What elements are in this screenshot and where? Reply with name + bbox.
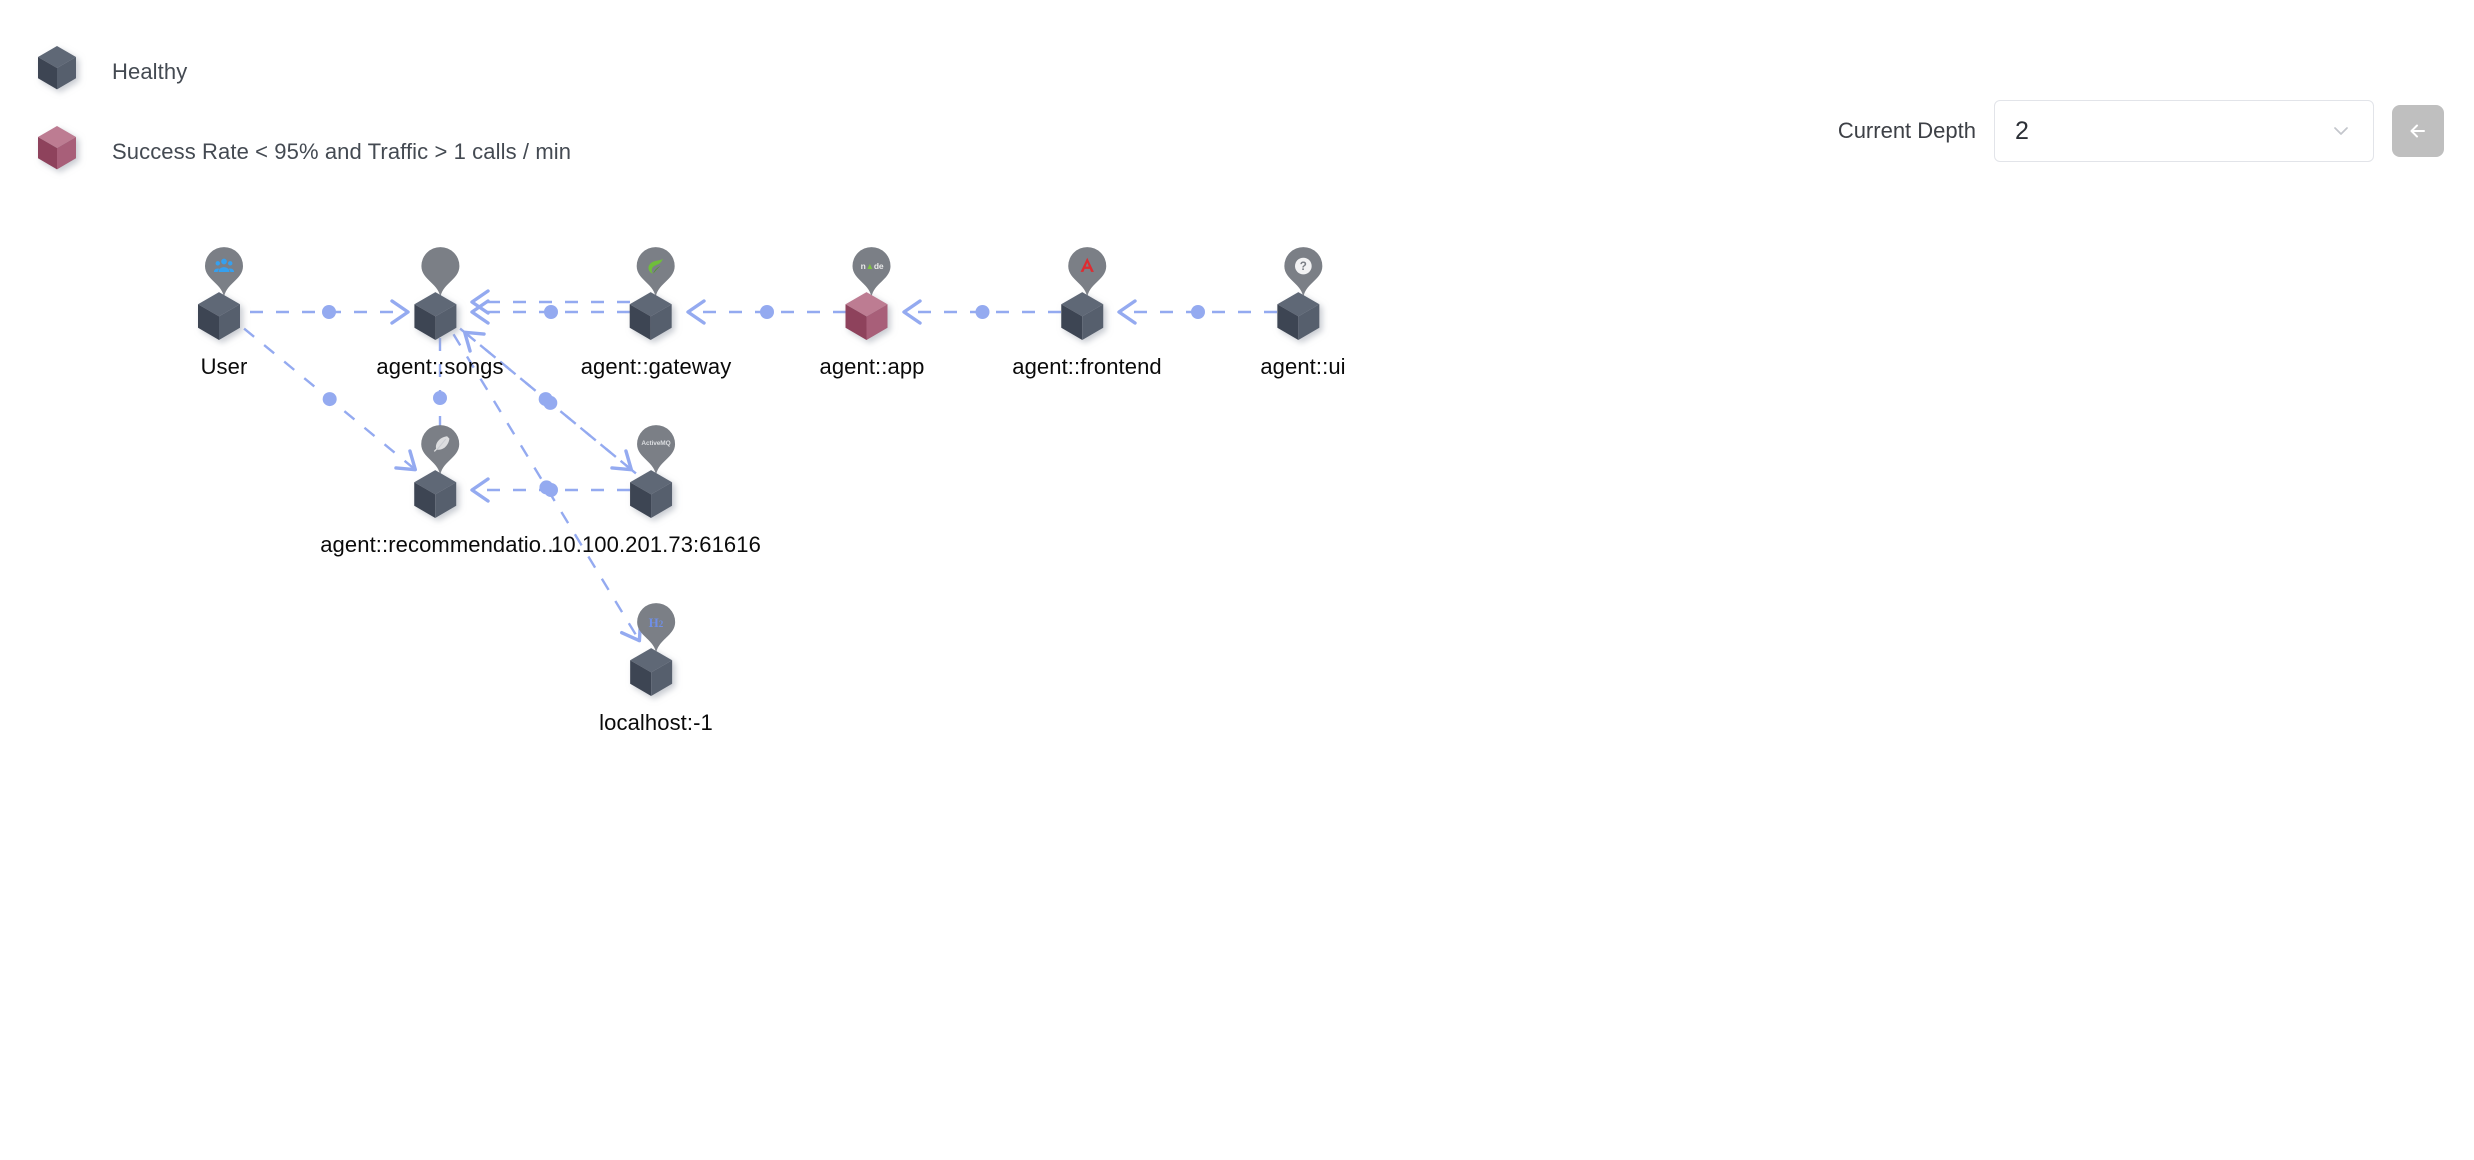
spring-leaf-icon	[634, 244, 678, 300]
graph-node-label: agent::frontend	[1012, 353, 1162, 379]
graph-node-label: localhost:-1	[599, 709, 713, 735]
graph-node-label: agent::gateway	[580, 353, 732, 379]
depth-control: Current Depth 2	[1838, 100, 2444, 162]
h2-icon: H2	[634, 600, 678, 656]
edge-arrowhead	[470, 477, 490, 503]
users-icon	[202, 244, 246, 300]
legend-item-healthy: Healthy	[38, 46, 571, 98]
cube-icon	[198, 292, 250, 348]
graph-edge-ui-to-frontend	[1117, 299, 1277, 325]
legend-item-label: Healthy	[112, 59, 188, 84]
graph-edge-user-to-songs	[250, 299, 410, 325]
question-icon: ?	[1281, 244, 1325, 300]
cube-icon	[413, 470, 466, 526]
depth-label: Current Depth	[1837, 118, 1976, 143]
graph-node-label: agent::recommendatio...	[320, 531, 560, 557]
cube-icon	[629, 648, 682, 704]
edge-traffic-dot	[975, 305, 990, 319]
depth-select[interactable]: 2	[1994, 100, 2374, 162]
svg-text:?: ?	[1299, 260, 1306, 273]
cube-icon	[414, 292, 466, 348]
angular-icon	[1065, 244, 1109, 300]
edge-traffic-dot	[322, 305, 336, 319]
edge-arrowhead	[470, 299, 490, 325]
activemq-icon: ActiveMQ	[634, 422, 678, 478]
graph-edge-songs-to-mq	[459, 327, 634, 472]
edge-arrowhead	[470, 289, 490, 315]
graph-node-label: User	[200, 353, 248, 379]
graph-node-label: agent::ui	[1260, 353, 1346, 379]
graph-node-label: agent::songs	[376, 353, 504, 379]
graph-node-label: 10.100.201.73:61616	[551, 531, 761, 557]
graph-edge-gateway-to-songs	[470, 299, 630, 325]
legend-item-label: Success Rate < 95% and Traffic > 1 calls…	[112, 139, 572, 164]
graph-edge-user-to-recs	[243, 327, 418, 472]
cube-icon	[38, 46, 86, 97]
edge-arrowhead	[390, 299, 410, 325]
graph-node-label: agent::app	[819, 353, 925, 379]
nodejs-icon: n▲de	[850, 244, 894, 300]
edge-traffic-dot	[544, 305, 558, 319]
graph-edge-gateway-to-songs	[470, 289, 630, 315]
edge-traffic-dot	[322, 392, 337, 407]
back-button[interactable]	[2392, 105, 2444, 157]
edge-arrowhead	[686, 299, 706, 325]
legend: Healthy Success Rate < 95% and Traffic >…	[38, 46, 571, 178]
cube-icon	[38, 126, 86, 177]
edge-arrowhead	[1117, 299, 1137, 325]
edge-traffic-dot	[433, 391, 447, 405]
edge-traffic-dot	[1191, 305, 1205, 319]
edge-arrowhead	[394, 449, 418, 472]
cube-icon	[845, 292, 898, 348]
graph-edge-frontend-to-app	[902, 299, 1061, 325]
legend-item-unhealthy: Success Rate < 95% and Traffic > 1 calls…	[38, 126, 571, 178]
edge-traffic-dot	[539, 480, 554, 495]
feather-icon	[418, 422, 462, 478]
arrow-left-icon	[2405, 118, 2431, 144]
cube-icon	[1060, 292, 1113, 348]
cube-icon	[630, 292, 682, 348]
graph-edge-app-to-gateway	[686, 299, 846, 325]
chevron-down-icon	[2331, 121, 2351, 141]
depth-selected-value: 2	[2015, 116, 2029, 145]
cube-icon	[1277, 292, 1329, 348]
edge-traffic-dot	[538, 392, 553, 407]
blank-icon	[418, 244, 462, 300]
edge-traffic-dot	[760, 305, 774, 319]
edge-arrowhead	[610, 449, 634, 472]
edge-arrowhead	[902, 299, 922, 325]
cube-icon	[629, 470, 682, 526]
